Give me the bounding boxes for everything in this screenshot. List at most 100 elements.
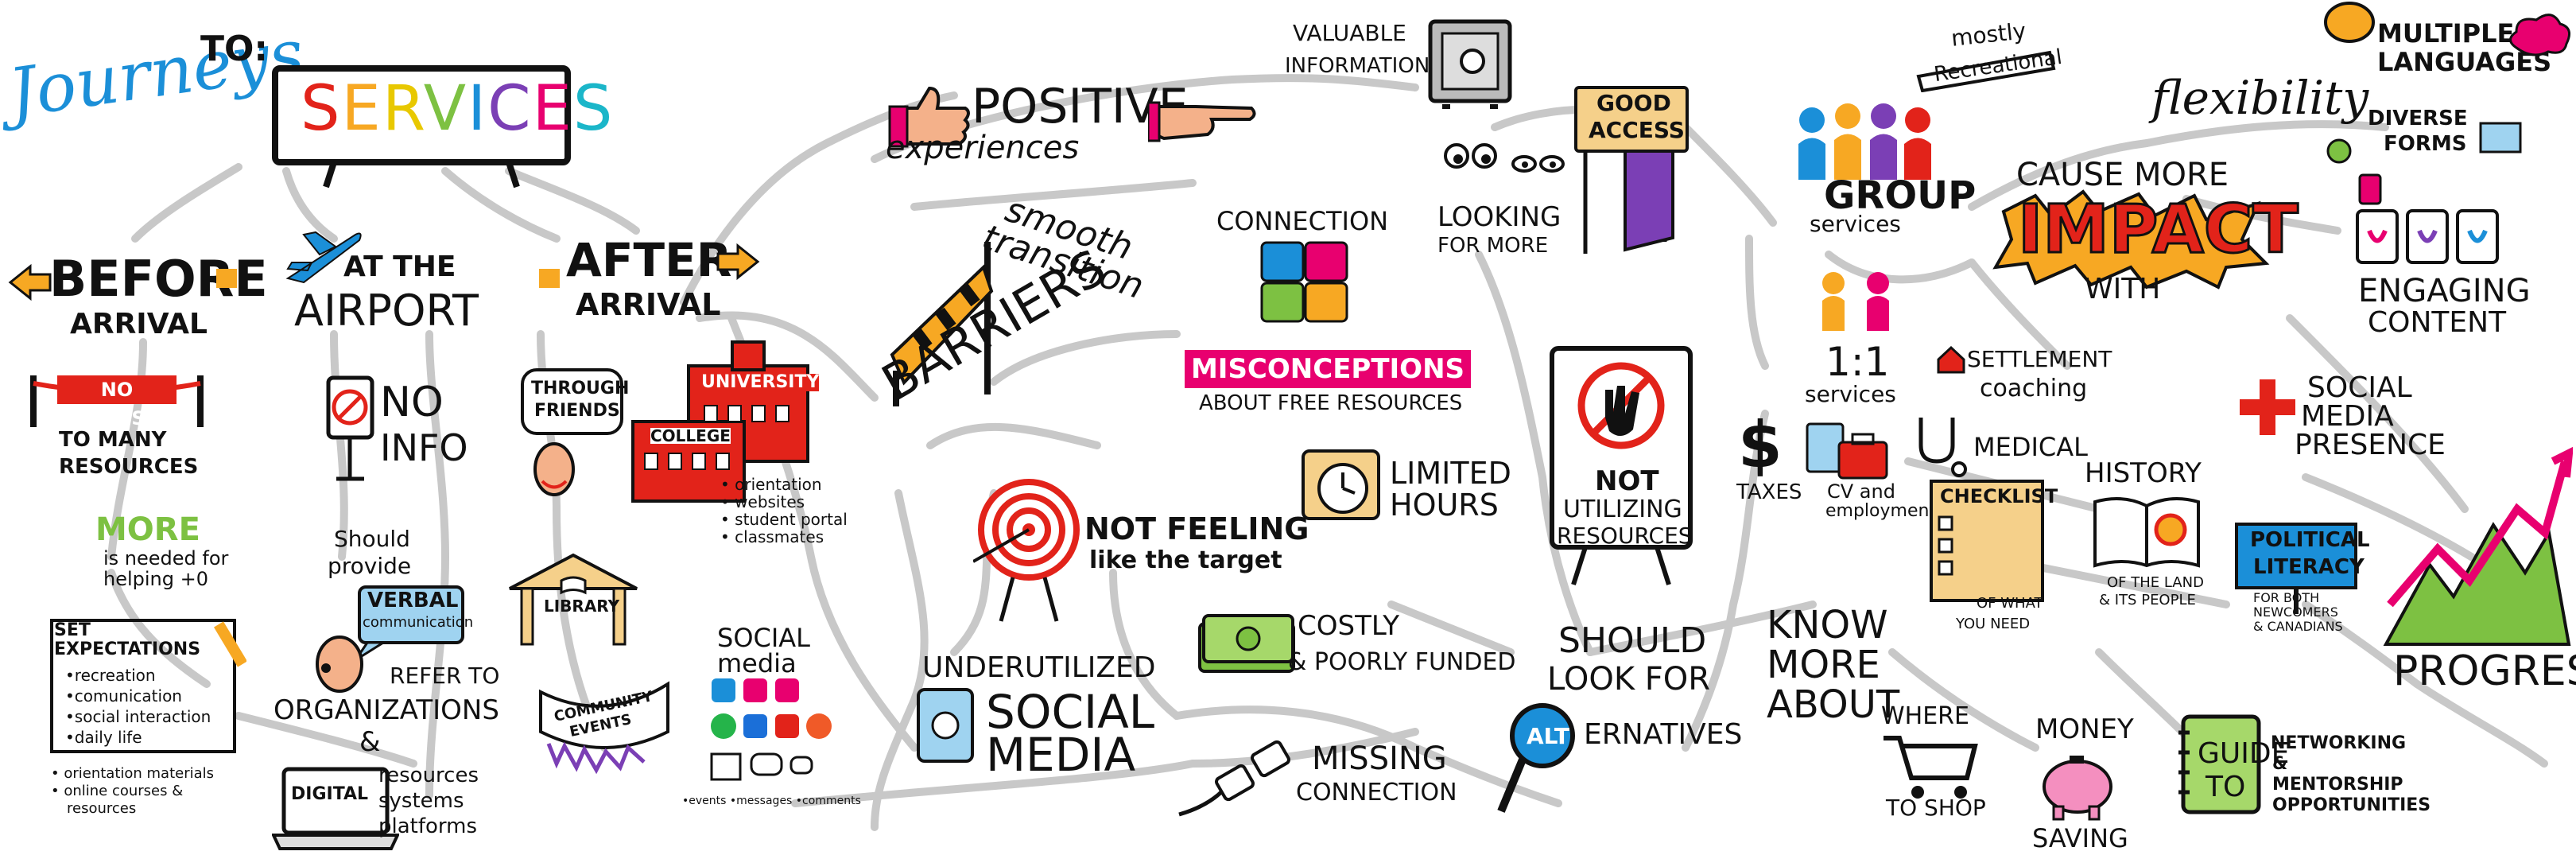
- presence-label: PRESENCE: [2295, 429, 2446, 461]
- missing-label: MISSING: [1312, 740, 1447, 777]
- communication-label: communication: [363, 614, 474, 631]
- cloud-icon: [2509, 14, 2571, 56]
- expectation-item: •daily life: [65, 728, 142, 747]
- for-both-label: FOR BOTH: [2253, 590, 2320, 605]
- unplugged-icon: [1178, 740, 1290, 817]
- not-utilizing-not: NOT: [1595, 465, 1659, 497]
- helping-label: helping +0: [103, 568, 208, 590]
- pointing-hand-icon: [1148, 101, 1256, 142]
- guide-label: GUIDE: [2198, 737, 2290, 770]
- services-letter: R: [382, 73, 424, 145]
- canadians-label: & CANADIANS: [2253, 619, 2343, 634]
- after-arrow-bar: [539, 269, 560, 288]
- phone-icon: [917, 688, 974, 763]
- shopping-cart-icon: [1884, 736, 1978, 799]
- guide-book-icon: [2178, 714, 2261, 814]
- book-icon: [2093, 497, 2200, 568]
- laptop-icon: [272, 767, 399, 850]
- house-icon: [1937, 345, 1965, 374]
- settlement-label: SETTLEMENT: [1967, 346, 2112, 372]
- no-info-sign-icon: [326, 375, 374, 481]
- one-one-label: 1:1: [1825, 339, 1890, 385]
- set-label: SET: [54, 620, 91, 640]
- experiences-label: experiences: [886, 130, 1080, 166]
- should-label: Should: [334, 526, 410, 552]
- underutilized-label: UNDERUTILIZED: [922, 651, 1156, 684]
- saving-label: SAVING: [2032, 823, 2128, 853]
- access-label: ACCESS: [1589, 117, 1685, 143]
- of-land-label: OF THE LAND: [2107, 574, 2204, 591]
- misconceptions-banner: MISCONCEPTIONS: [1185, 350, 1471, 388]
- group-label: GROUP: [1824, 173, 1977, 218]
- social-media-presence-social: SOCIAL: [2307, 371, 2412, 404]
- money-stack-icon: [1198, 614, 1295, 673]
- before-bullet: • orientation materials: [51, 765, 215, 782]
- barrier-gate-icon: [890, 242, 994, 406]
- library-icon: [509, 553, 638, 646]
- languages-label: LANGUAGES: [2377, 47, 2552, 77]
- thumbs-up-icon: [888, 86, 970, 148]
- diverse-label: DIVERSE: [2368, 107, 2468, 130]
- verbal-label: VERBAL: [367, 589, 459, 612]
- impact-burst: [1992, 189, 2270, 290]
- look-for-label: LOOK FOR: [1547, 661, 1711, 698]
- one-one-services-label: services: [1805, 381, 1896, 407]
- medical-label: MEDICAL: [1973, 432, 2088, 462]
- where-label: WHERE: [1881, 702, 1969, 730]
- more-label: MORE: [95, 511, 200, 548]
- systems-label: systems: [378, 789, 464, 813]
- target-icon: [973, 479, 1080, 622]
- social-media-title: SOCIAL: [717, 623, 810, 653]
- organizations-label: ORGANIZATIONS: [274, 694, 499, 726]
- missing-connection-label: CONNECTION: [1296, 779, 1457, 807]
- before-resources: RESOURCES: [59, 455, 199, 479]
- coaching-label: coaching: [1980, 375, 2088, 402]
- through-label: THROUGH: [531, 379, 630, 398]
- expectation-item: •comunication: [65, 686, 182, 705]
- ernatives-label: ERNATIVES: [1584, 718, 1743, 751]
- clock-icon: [1302, 449, 1380, 520]
- social-apps-icon: [710, 678, 832, 781]
- social-media-sub: media: [717, 648, 797, 678]
- platforms-label: platforms: [378, 814, 478, 838]
- newcomers-label: NEWCOMERS: [2253, 604, 2338, 620]
- eyes-icon: [1444, 143, 1565, 173]
- for-more-label: FOR MORE: [1437, 234, 1549, 258]
- looking-label: LOOKING: [1437, 201, 1562, 233]
- information-label: INFORMATION: [1285, 54, 1430, 78]
- money-label: MONEY: [2035, 713, 2134, 745]
- before-bullets: • orientation materials • online courses…: [51, 765, 214, 818]
- poorly-funded-label: & POORLY FUNDED: [1288, 648, 1516, 676]
- magnifier-icon: [1497, 703, 1575, 813]
- services-sign: [272, 65, 571, 189]
- alt-label: ALT: [1527, 723, 1569, 749]
- services-letter: S: [572, 73, 615, 145]
- about-label: ABOUT: [1767, 682, 1900, 727]
- university-list-item: • student portal: [720, 510, 848, 529]
- info-label: INFO: [380, 426, 468, 469]
- no-access-badge: NO ACCESS: [57, 375, 177, 430]
- more-right-label: MORE: [1767, 643, 1880, 687]
- before-arrow-bar: [216, 269, 237, 288]
- good-label: GOOD: [1596, 90, 1671, 116]
- cv-briefcase-icon: [1806, 422, 1888, 480]
- its-people-label: & ITS PEOPLE: [2099, 592, 2196, 608]
- recreational-ribbon: [1916, 50, 2056, 92]
- political-label: POLITICAL: [2250, 528, 2370, 552]
- taxes-label: TAXES: [1736, 480, 1802, 504]
- services-letter: V: [423, 73, 468, 145]
- underutilized-social: SOCIAL: [986, 685, 1155, 739]
- expectations-list: •recreation •comunication •social intera…: [65, 665, 211, 748]
- progress-label: PROGRESS: [2393, 647, 2576, 695]
- speech-bubbles-icon: [2324, 2, 2375, 43]
- before-bullet: • online courses &: [51, 783, 184, 799]
- checklist-icon: [1930, 480, 2044, 602]
- group-people-icon: [1798, 103, 1931, 180]
- with-label: WITH: [2085, 273, 2161, 305]
- no-hand-sign-icon: [1550, 346, 1693, 585]
- dollar-sign-icon: $: [1738, 408, 1783, 482]
- utilizing-label: UTILIZING: [1563, 496, 1682, 523]
- you-need-label: YOU NEED: [1956, 616, 2031, 632]
- arrow-right-icon: [716, 243, 760, 281]
- social-media-presence-media: MEDIA: [2301, 400, 2394, 433]
